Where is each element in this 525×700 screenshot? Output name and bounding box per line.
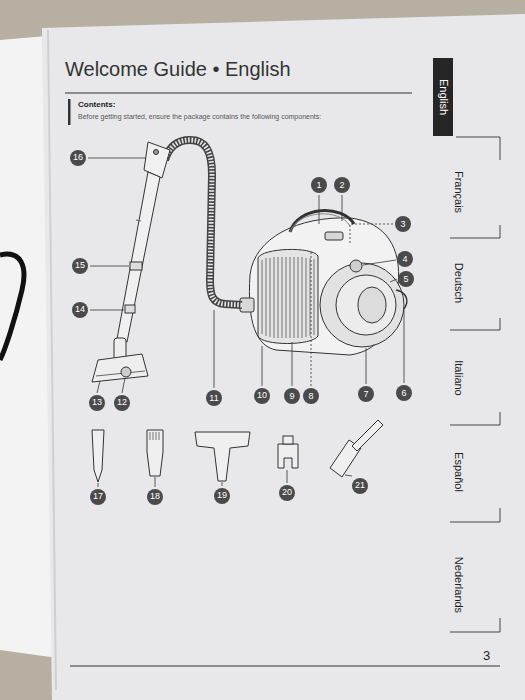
tab-label: Nederlands — [453, 557, 464, 613]
hose — [165, 140, 242, 305]
accessories — [92, 420, 383, 482]
tab-label: Français — [453, 171, 464, 213]
callout-number: 6 — [396, 385, 412, 401]
callout-number: 7 — [358, 386, 374, 402]
language-tab: Nederlands — [448, 549, 468, 621]
hose-rings — [165, 140, 242, 305]
callout-number: 20 — [279, 485, 295, 501]
callout-number: 11 — [206, 390, 222, 406]
contents-note: Before getting started, ensure the packa… — [78, 113, 408, 121]
title-rule — [65, 93, 412, 94]
paper-page — [42, 14, 525, 700]
leader-lines — [88, 158, 404, 487]
tab-label: Italiano — [453, 360, 464, 395]
callout-text: 8 — [308, 392, 313, 401]
page-number: 3 — [483, 648, 490, 664]
callout-text: 15 — [75, 261, 85, 270]
callout-text: 7 — [363, 390, 368, 399]
callout-number: 9 — [284, 388, 300, 404]
tab-label: English — [438, 79, 449, 115]
callout-text: 19 — [217, 491, 227, 500]
cable — [0, 254, 24, 360]
callout-text: 18 — [150, 492, 160, 501]
footer-rule — [70, 666, 500, 667]
callout-text: 14 — [75, 305, 85, 314]
callout-text: 9 — [289, 392, 294, 401]
language-tab: English — [433, 58, 453, 136]
callout-text: 2 — [339, 181, 344, 190]
callout-text: 6 — [401, 389, 406, 398]
callout-number: 10 — [254, 388, 270, 404]
callout-text: 3 — [400, 220, 405, 229]
callout-text: 12 — [117, 398, 127, 407]
vacuum-body — [240, 211, 407, 355]
wand — [117, 142, 170, 342]
language-tab: Deutsch — [448, 255, 468, 311]
page-fold — [48, 30, 56, 690]
callout-number: 1 — [311, 177, 327, 193]
language-tab: Español — [448, 444, 468, 500]
callout-text: 4 — [402, 255, 407, 264]
tab-label: Deutsch — [453, 263, 464, 303]
callout-number: 5 — [398, 271, 414, 287]
callout-number: 19 — [214, 488, 230, 504]
callout-text: 11 — [209, 394, 218, 403]
callout-number: 2 — [334, 177, 350, 193]
callout-number: 4 — [397, 251, 413, 267]
callout-text: 10 — [257, 391, 267, 400]
callout-text: 13 — [92, 398, 102, 407]
contents-bar — [68, 99, 71, 125]
callout-text: 5 — [403, 275, 408, 284]
language-tab: Italiano — [448, 352, 468, 403]
contents-heading: Contents: — [78, 100, 115, 110]
callout-number: 13 — [89, 395, 105, 411]
callout-number: 17 — [90, 489, 106, 505]
page-title: Welcome Guide • English — [65, 58, 291, 81]
callout-number: 12 — [114, 395, 130, 411]
callout-text: 21 — [355, 481, 365, 490]
callout-number: 15 — [72, 258, 88, 274]
callout-text: 20 — [282, 488, 292, 497]
floor-head — [92, 338, 148, 382]
callout-number: 16 — [70, 150, 86, 166]
language-tab: Français — [448, 163, 468, 221]
callout-text: 1 — [316, 181, 321, 190]
callout-number: 18 — [147, 489, 163, 505]
tab-label: Español — [453, 452, 464, 492]
callout-text: 17 — [93, 492, 103, 501]
tab-separators — [450, 137, 500, 632]
callout-number: 14 — [72, 302, 88, 318]
callout-number: 8 — [303, 388, 319, 404]
callout-number: 21 — [352, 478, 368, 494]
callout-text: 16 — [73, 153, 83, 162]
callout-number: 3 — [395, 216, 411, 232]
